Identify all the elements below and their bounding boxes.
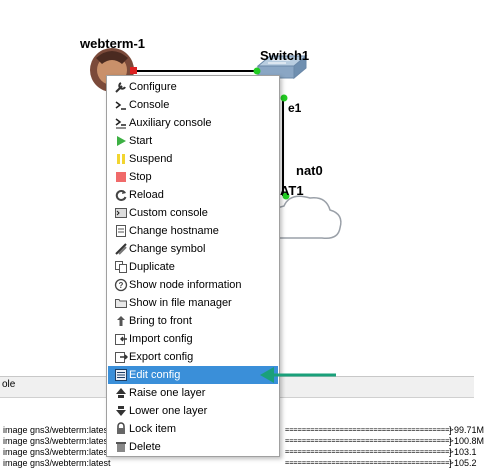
log-row: image gns3/webterm:latest ==============… — [3, 436, 484, 446]
stop-icon — [116, 172, 126, 182]
hostname-icon — [116, 225, 126, 237]
import-icon — [115, 334, 127, 345]
menu-item-start[interactable]: Start — [108, 132, 278, 150]
menu-item-delete[interactable]: Delete — [108, 438, 278, 456]
lock-icon — [117, 422, 125, 434]
link-endpoint-red — [130, 67, 137, 74]
console-title: ole — [2, 379, 16, 390]
link-endpoint-green — [282, 192, 290, 200]
menu-item-bring-to-front[interactable]: Bring to front — [108, 312, 278, 330]
menu-item-auxiliary-console[interactable]: Auxiliary console — [108, 114, 278, 132]
menu-item-export-config[interactable]: Export config — [108, 348, 278, 366]
menu-item-console[interactable]: Console — [108, 96, 278, 114]
svg-text:?: ? — [119, 281, 124, 290]
wrench-icon — [115, 82, 126, 93]
menu-item-lock-item[interactable]: Lock item — [108, 420, 278, 438]
nat-partial-label: AT1 — [280, 183, 304, 198]
export-icon — [115, 352, 128, 363]
menu-item-change-symbol[interactable]: Change symbol — [108, 240, 278, 258]
menu-item-show-in-file-manager[interactable]: Show in file manager — [108, 294, 278, 312]
menu-item-configure[interactable]: Configure — [108, 78, 278, 96]
pause-icon — [117, 154, 125, 164]
menu-item-import-config[interactable]: Import config — [108, 330, 278, 348]
terminal-icon — [115, 101, 126, 110]
bring-to-front-icon — [117, 316, 125, 326]
log-row: image gns3/webterm:latest ==============… — [3, 425, 484, 435]
raise-layer-icon — [116, 388, 126, 398]
menu-item-raise-one-layer[interactable]: Raise one layer — [108, 384, 278, 402]
annotation-arrow-icon — [260, 367, 336, 383]
nat-node-label[interactable]: nat0 — [296, 163, 323, 178]
link-port-label: e1 — [288, 101, 302, 115]
delete-icon — [116, 442, 126, 452]
reload-icon — [115, 190, 127, 201]
log-row: image gns3/webterm:latest ==============… — [3, 458, 477, 468]
duplicate-icon — [115, 261, 127, 273]
edit-config-icon — [115, 369, 127, 381]
menu-item-change-hostname[interactable]: Change hostname — [108, 222, 278, 240]
menu-item-edit-config[interactable]: Edit config — [108, 366, 278, 384]
log-row: image gns3/webterm:latest ==============… — [3, 447, 477, 457]
menu-item-show-node-information[interactable]: ? Show node information — [108, 276, 278, 294]
menu-item-custom-console[interactable]: Custom console — [108, 204, 278, 222]
link-endpoint-green — [253, 67, 261, 75]
symbol-icon — [115, 243, 127, 255]
file-manager-icon — [115, 299, 127, 308]
custom-console-icon — [115, 208, 127, 218]
switch-node-label[interactable]: Switch1 — [260, 48, 310, 63]
menu-item-lower-one-layer[interactable]: Lower one layer — [108, 402, 278, 420]
menu-item-reload[interactable]: Reload — [108, 186, 278, 204]
nat-cloud-icon[interactable] — [268, 195, 342, 240]
webterm-node-label[interactable]: webterm-1 — [80, 36, 146, 51]
node-context-menu: Configure Console Auxiliary console Star… — [106, 75, 280, 457]
lower-layer-icon — [116, 406, 126, 416]
menu-item-stop[interactable]: Stop — [108, 168, 278, 186]
menu-item-suspend[interactable]: Suspend — [108, 150, 278, 168]
link-endpoint-green — [280, 94, 288, 102]
question-icon: ? — [114, 278, 128, 292]
auxiliary-terminal-icon — [115, 118, 126, 129]
play-icon — [117, 136, 126, 146]
menu-item-duplicate[interactable]: Duplicate — [108, 258, 278, 276]
